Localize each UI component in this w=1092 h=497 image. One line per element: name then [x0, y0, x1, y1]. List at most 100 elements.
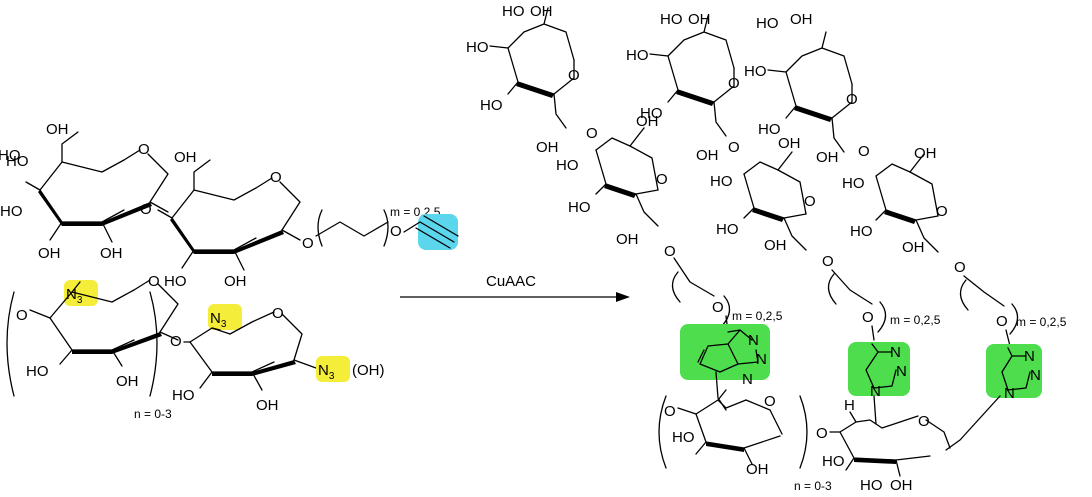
- triazole-n-label: N: [896, 363, 907, 380]
- oh-label: OH: [530, 3, 553, 20]
- ho-label: HO: [660, 11, 683, 28]
- glucose-ring: OH HO HO OH O: [710, 135, 816, 254]
- ring-o-label: O: [148, 273, 160, 290]
- ho-label: HO: [822, 453, 845, 470]
- oh-label: OH: [696, 147, 719, 164]
- oh-label: OH: [536, 139, 559, 156]
- oh-label: OH: [616, 231, 639, 248]
- lactoside-branch-2: HO OH HO HO OH O O OH HO HO OH O O: [626, 11, 941, 341]
- triazole-n-label: N: [742, 371, 753, 388]
- linker-o-label: O: [712, 299, 724, 316]
- oh-label: OH: [38, 245, 61, 262]
- ho-label: HO: [640, 105, 663, 122]
- glucose-ring: OH O HO OH: [157, 149, 301, 290]
- reaction-arrow: CuAAC: [400, 273, 630, 302]
- ho-label: HO: [480, 97, 503, 114]
- m-range-label: m = 0,2,5: [1016, 315, 1067, 329]
- oh-label: OH: [256, 397, 279, 414]
- ring-o-label: O: [846, 91, 858, 108]
- oh-label: OH: [746, 461, 769, 478]
- o-label: O: [664, 403, 676, 420]
- triazole-n-label: N: [870, 383, 881, 400]
- azide-highlight: [208, 304, 242, 330]
- ho-label: HO: [744, 63, 767, 80]
- azido-glucan: N3 O O HO OH O N3: [6, 273, 385, 421]
- triazole-highlight: [680, 324, 770, 380]
- ho-label: HO: [756, 15, 779, 32]
- ring-o-label: O: [804, 193, 816, 210]
- ho-label: HO: [860, 477, 883, 494]
- glycosidic-o-label: O: [170, 333, 182, 350]
- ring-o-label: O: [568, 67, 580, 84]
- triazole-1: N N N: [680, 324, 770, 411]
- lactoside-branch-3: HO OH HO HO OH O O OH HO HO OH O O: [744, 11, 1067, 347]
- backbone-ring: O HO OH: [672, 389, 783, 478]
- n-range-label: n = 0-3: [134, 407, 172, 421]
- glucose-ring: OH HO HO OH O: [556, 113, 668, 248]
- ring-o-label: O: [270, 169, 282, 186]
- m-range-label: m = 0,2,5: [732, 309, 783, 323]
- ho-label: HO: [568, 199, 591, 216]
- triazole-n-label: N: [1030, 367, 1041, 384]
- ho-label: HO: [758, 121, 781, 138]
- oh-label: OH: [914, 145, 937, 162]
- ho-label: HO: [556, 157, 579, 174]
- azide-label: N3: [66, 286, 83, 306]
- oh-label: OH: [816, 149, 839, 166]
- ring-o-label: O: [936, 203, 948, 220]
- reducing-end-ring: O HO OH: [172, 305, 317, 414]
- oh-label: OH: [764, 237, 787, 254]
- backbone-ring: O HO OH HO: [822, 411, 951, 494]
- azide-label: N3: [318, 362, 335, 382]
- galactose-ring: HO OH O HO OH OH: [0, 121, 169, 262]
- triazole-n-label: N: [890, 344, 901, 361]
- triazole-n-label: N: [748, 332, 759, 349]
- azide-highlight: [316, 356, 350, 382]
- ring-o-label: O: [764, 393, 776, 410]
- ring-o-label: O: [656, 171, 668, 188]
- oh-label: OH: [688, 11, 711, 28]
- ho-label: HO: [6, 153, 29, 170]
- ho-label: HO: [850, 223, 873, 240]
- glucose-ring: OH HO HO OH O: [842, 145, 948, 256]
- linker-o-label: O: [862, 309, 874, 326]
- o-label: O: [16, 307, 28, 324]
- alkyne-lactoside: HO OH O HO OH OH HO O OH O HO OH O O m =…: [0, 121, 459, 290]
- triazole-n-label: N: [1004, 385, 1015, 402]
- ho-label: HO: [26, 363, 49, 380]
- oh-alternative-label: (OH): [352, 362, 385, 379]
- oh-label: OH: [902, 239, 925, 256]
- glucan-ring: O HO OH: [26, 273, 179, 390]
- triazole-n-label: N: [756, 351, 767, 368]
- oh-label: OH: [790, 11, 813, 28]
- linker-o-label: O: [302, 235, 314, 252]
- ho-label: HO: [164, 273, 187, 290]
- linker-o-label: O: [954, 259, 966, 276]
- m-range-label: m = 0,2,5: [890, 313, 941, 327]
- oh-label: OH: [778, 135, 801, 152]
- oh-label: OH: [100, 245, 123, 262]
- linker-o-label: O: [390, 223, 402, 240]
- azide-label: N3: [210, 310, 227, 330]
- triazole-highlight: [848, 342, 910, 396]
- oh-label: OH: [174, 149, 197, 166]
- ring-o-label: O: [918, 413, 930, 430]
- ho-label: HO: [672, 429, 695, 446]
- triazole-n-label: N: [1024, 348, 1035, 365]
- linker-o-label: O: [822, 253, 834, 270]
- triazole-3: N N N: [945, 344, 1042, 451]
- n-range-label: n = 0-3: [794, 479, 832, 493]
- oh-label: OH: [46, 121, 69, 138]
- oh-label: OH: [636, 113, 659, 130]
- ho-label: HO: [0, 203, 23, 220]
- galactose-ring: HO OH HO HO OH O: [626, 11, 740, 164]
- ho-label: HO: [626, 47, 649, 64]
- ho-label: HO: [710, 173, 733, 190]
- galactose-ring: HO OH HO HO OH O: [744, 11, 858, 166]
- linker-o-label: O: [664, 243, 676, 260]
- product-glucan-backbone: O O HO OH O H: [658, 389, 951, 494]
- ho-label: HO: [172, 387, 195, 404]
- triazole-glycoconjugate: HO OH HO HO OH O O OH HO HO OH O O: [466, 3, 1067, 494]
- ring-o-label: O: [728, 75, 740, 92]
